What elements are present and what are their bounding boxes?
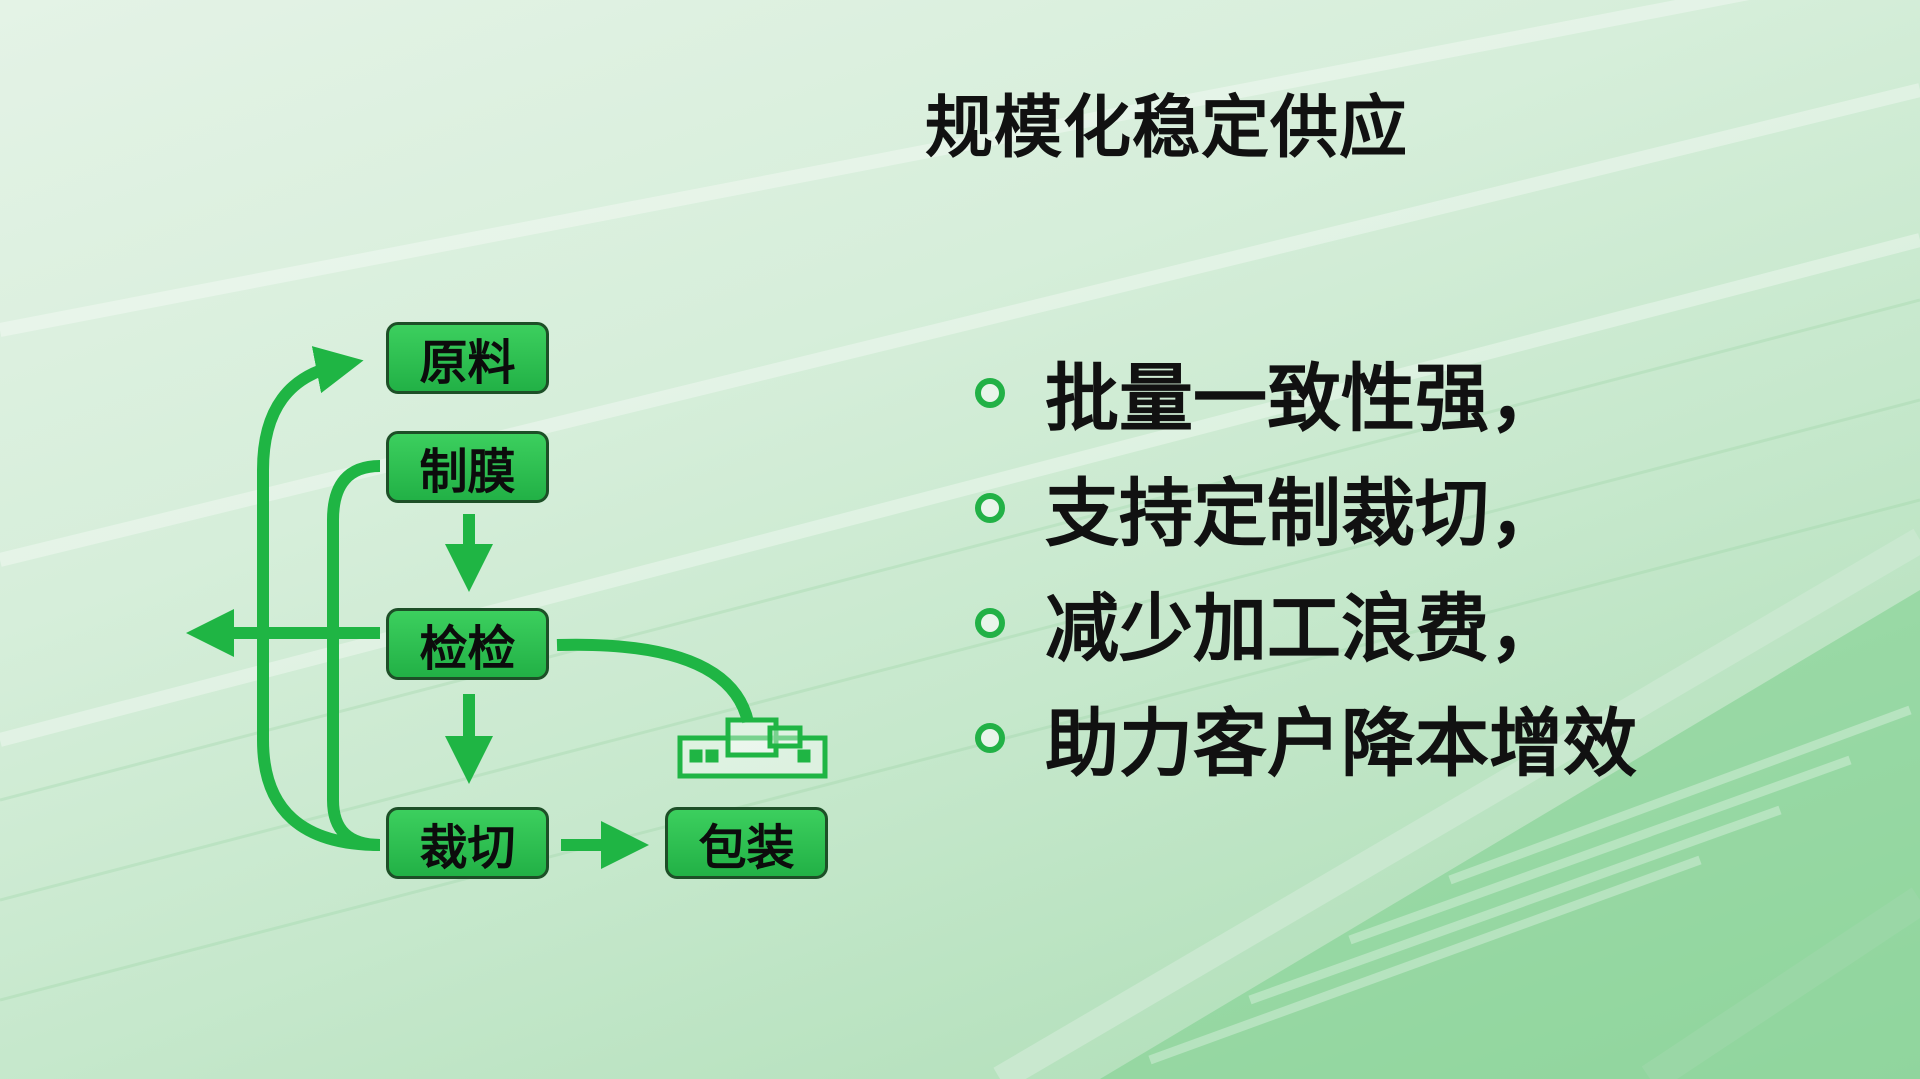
list-item: 支持定制裁切， xyxy=(975,450,1637,565)
return-line-inner xyxy=(327,460,381,851)
node-cutting: 裁切 xyxy=(386,807,549,879)
list-item: 批量一致性强， xyxy=(975,335,1637,450)
bullet-circle-icon xyxy=(975,492,1005,523)
list-item: 助力客户降本增效 xyxy=(975,680,1637,795)
node-raw-material: 原料 xyxy=(386,322,549,394)
list-item: 减少加工浪费， xyxy=(975,565,1637,680)
page-title: 规模化稳定供应 xyxy=(925,89,1409,168)
bullet-circle-icon xyxy=(975,607,1005,638)
line-inspect-to-factory xyxy=(556,638,754,724)
bullet-list: 批量一致性强， 支持定制裁切， 减少加工浪费， 助力客户降本增效 xyxy=(975,335,1637,795)
node-film-making: 制膜 xyxy=(386,431,549,503)
factory-icon xyxy=(677,717,828,779)
return-arrow-outer xyxy=(257,346,381,851)
node-inspection: 检检 xyxy=(386,608,549,680)
node-packaging: 包装 xyxy=(665,807,828,879)
bullet-circle-icon xyxy=(975,377,1005,408)
bullet-circle-icon xyxy=(975,722,1005,753)
